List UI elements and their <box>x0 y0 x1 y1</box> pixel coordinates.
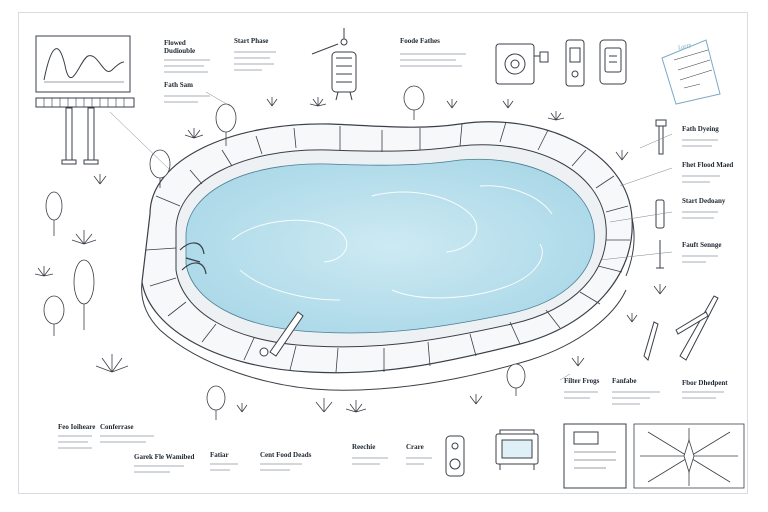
label-description-lines <box>58 51 724 473</box>
label-title: Crare <box>406 443 424 451</box>
document-icon <box>563 423 627 489</box>
label-cent-food-deads: Cent Food Deads <box>260 452 311 459</box>
label-title: Fhet Flood Maed <box>682 161 734 169</box>
label-fauft-sennge: Fauft Sennge <box>682 242 721 249</box>
label-dudiouble: Dudiouble <box>164 48 195 55</box>
label-title: Fbor Dhedpent <box>682 379 728 387</box>
pump-unit-icon <box>495 429 539 470</box>
timer-icon <box>445 435 465 477</box>
label-reechie: Reechie <box>352 444 375 451</box>
label-foode-fathes: Foode Fathes <box>400 38 440 45</box>
label-title: Fauft Sennge <box>682 241 722 249</box>
label-fanfabe: Fanfabe <box>612 378 637 385</box>
label-fath-dyeing: Fath Dyeing <box>682 126 719 133</box>
label-title: Fath Dyeing <box>682 125 719 133</box>
label-title: Garek Fle Wamibed <box>134 453 195 461</box>
sheet-frame <box>18 12 748 494</box>
label-title: Conferrase <box>100 423 134 431</box>
label-title: Fatiar <box>210 451 229 459</box>
label-title: Dudiouble <box>164 47 196 55</box>
pump-motor-icon <box>495 43 549 85</box>
pool-basin <box>141 121 635 391</box>
label-title: Fanfabe <box>612 377 637 385</box>
label-title: Start Dedoany <box>682 197 726 205</box>
pool-lamp-icon <box>311 28 357 101</box>
leader-lines <box>109 91 673 381</box>
pole-attachments-icon <box>643 295 719 361</box>
label-title: Foode Fathes <box>400 37 440 45</box>
label-flowed: Flowed <box>164 40 186 47</box>
control-devices-icon <box>565 39 627 87</box>
tree-icon <box>43 85 526 420</box>
label-fbor-dhedpent: Fbor Dhedpent <box>682 380 728 387</box>
label-fhet-flood-maed: Fhet Flood Maed <box>682 162 733 169</box>
label-start-dedoany: Start Dedoany <box>682 198 725 205</box>
label-garek-fle-wamibed: Garek Fle Wamibed <box>134 454 194 461</box>
label-conferrase: Conferrase <box>100 424 133 431</box>
chart-monitor-icon <box>35 35 131 93</box>
label-title: Cent Food Deads <box>260 451 312 459</box>
skimmer-pole-icon <box>259 311 304 357</box>
label-feo-ioiheare: Feo Ioiheare <box>58 424 95 431</box>
compass-rose-icon <box>633 423 745 489</box>
label-title: Fath Sam <box>164 81 193 89</box>
thermometer-icon <box>655 119 667 155</box>
plan-sheet-icon <box>661 39 721 105</box>
label-fatiar: Fatiar <box>210 452 229 459</box>
label-title: Reechie <box>352 443 376 451</box>
label-title: Flowed <box>164 39 186 47</box>
label-title: Feo Ioiheare <box>58 423 96 431</box>
label-title: Filter Frogs <box>564 377 600 385</box>
label-title: Start Phase <box>234 37 269 45</box>
label-crare: Crare <box>406 444 424 451</box>
gate-posts-icon <box>35 97 135 165</box>
brush-icon <box>655 199 665 269</box>
ladder-icon <box>179 242 207 275</box>
label-start-phase: Start Phase <box>234 38 268 45</box>
shrub-icon <box>34 97 667 413</box>
label-fath-sam: Fath Sam <box>164 82 193 89</box>
label-filter-frogs: Filter Frogs <box>564 378 599 385</box>
